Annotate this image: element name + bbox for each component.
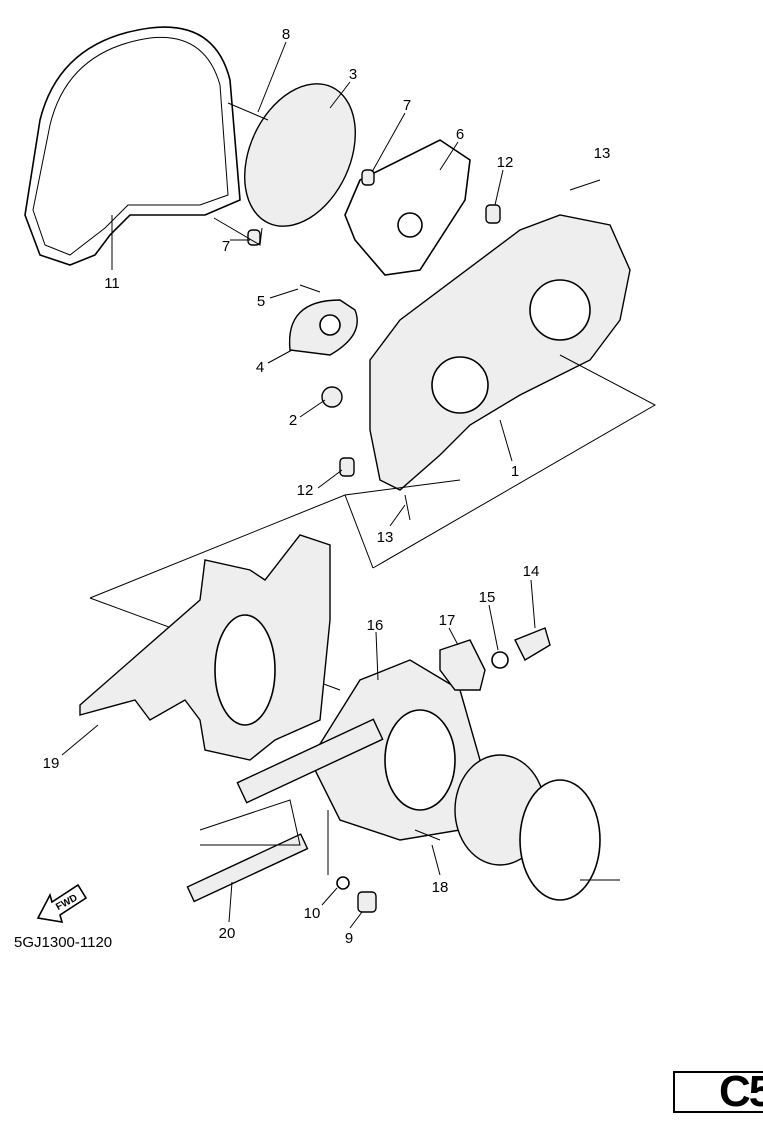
callout-20: 20 bbox=[219, 925, 236, 942]
part-12-dowel bbox=[339, 457, 355, 477]
callout-7: 7 bbox=[222, 238, 230, 255]
disc bbox=[519, 779, 601, 901]
part-14-plug bbox=[514, 627, 551, 661]
part-2 bbox=[321, 386, 343, 408]
callout-13: 13 bbox=[594, 145, 611, 162]
callout-17: 17 bbox=[439, 612, 456, 629]
callout-12: 12 bbox=[497, 154, 514, 171]
callout-4: 4 bbox=[256, 359, 264, 376]
part-16-channel bbox=[236, 718, 384, 804]
part-12-dowel bbox=[485, 204, 501, 224]
callout-9: 9 bbox=[345, 930, 353, 947]
callout-11: 11 bbox=[104, 275, 120, 292]
callout-5: 5 bbox=[257, 293, 265, 310]
diagram-code: 5GJ1300-1120 bbox=[14, 934, 113, 951]
callout-16: 16 bbox=[367, 617, 384, 634]
callout-8: 8 bbox=[282, 26, 290, 43]
callout-3: 3 bbox=[349, 66, 357, 83]
part-10-oring bbox=[336, 876, 350, 890]
part-7-dowel bbox=[361, 169, 375, 186]
part-7-dowel bbox=[247, 229, 261, 246]
part-20-bar bbox=[186, 833, 309, 903]
callout-12: 12 bbox=[297, 482, 314, 499]
gasket-11 bbox=[24, 26, 241, 266]
callout-6: 6 bbox=[456, 126, 464, 143]
callout-15: 15 bbox=[479, 589, 496, 606]
page-reference-box: C5 bbox=[673, 1067, 763, 1116]
fwd-arrow-icon: FWD bbox=[36, 883, 88, 923]
callout-18: 18 bbox=[432, 879, 449, 896]
leader-lines bbox=[61, 41, 536, 929]
part-9-bolt bbox=[357, 891, 377, 913]
callout-19: 19 bbox=[43, 755, 60, 772]
callout-7: 7 bbox=[403, 97, 411, 114]
callout-10: 10 bbox=[304, 905, 321, 922]
part-19-plate bbox=[79, 534, 331, 761]
part-15-oring bbox=[491, 651, 509, 669]
page-reference: C5 bbox=[719, 1067, 763, 1116]
callout-14: 14 bbox=[523, 563, 540, 580]
callout-2: 2 bbox=[289, 412, 297, 429]
gasket-6 bbox=[344, 139, 471, 276]
part-17 bbox=[439, 639, 486, 691]
part-3-cover bbox=[243, 83, 357, 227]
callout-1: 1 bbox=[511, 463, 519, 480]
callout-13: 13 bbox=[377, 529, 394, 546]
